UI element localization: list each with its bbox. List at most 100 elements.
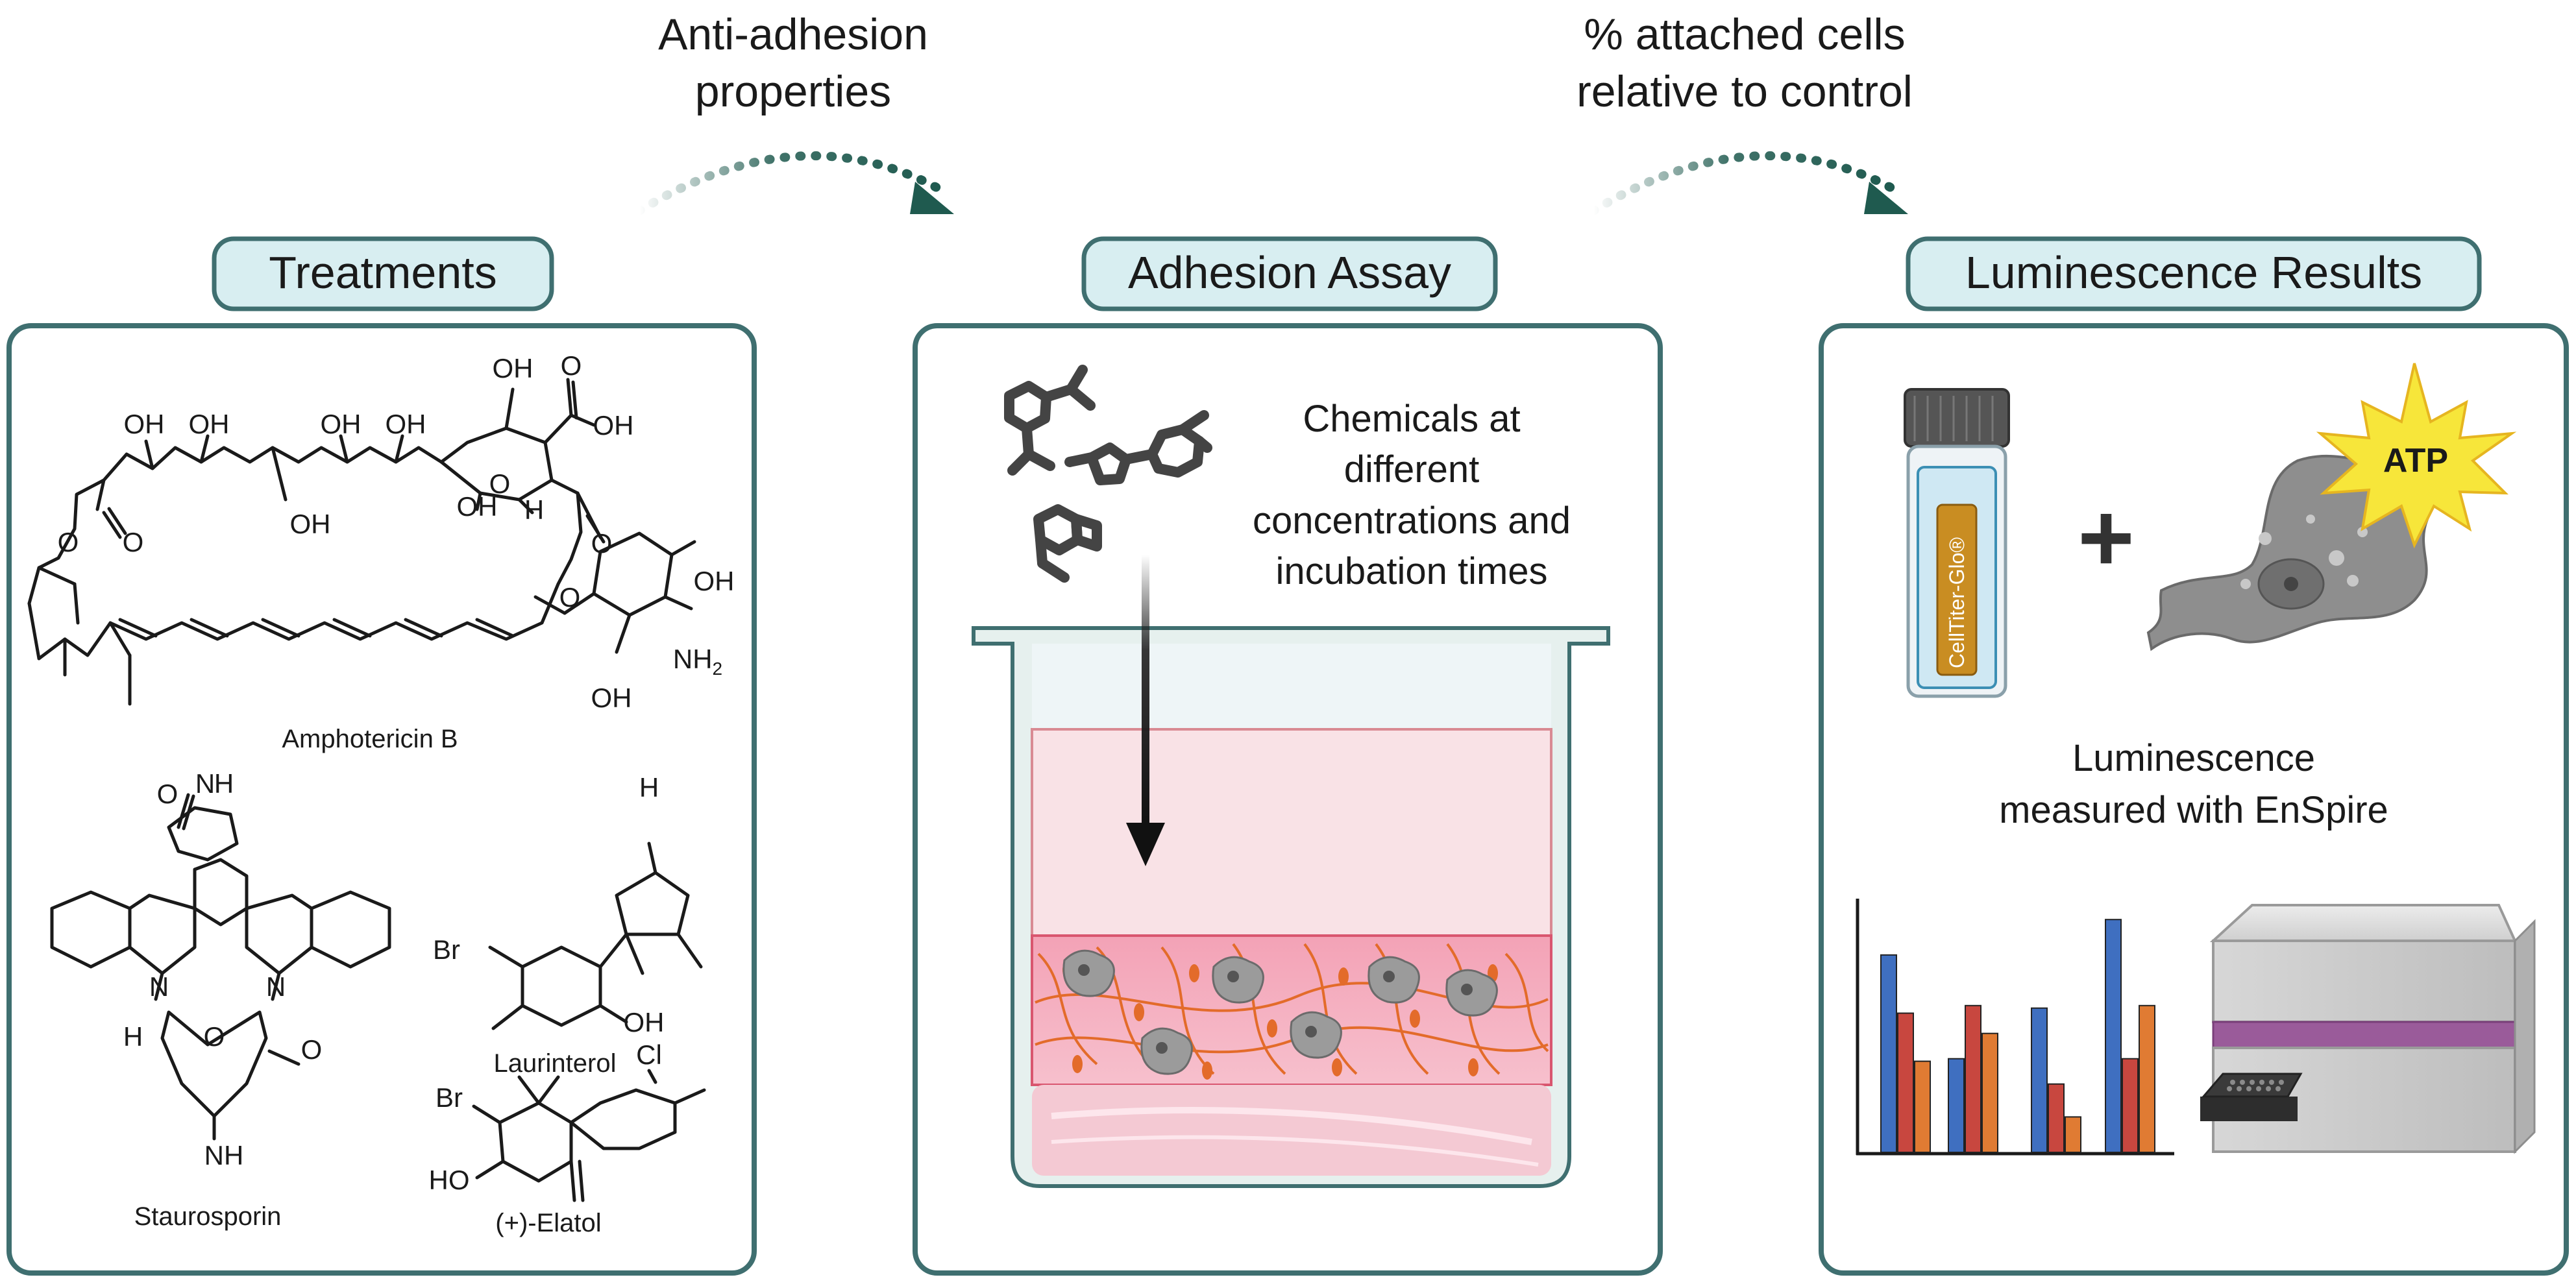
microplate xyxy=(2201,1073,2303,1098)
atom-nh2-sub: 2 xyxy=(713,659,723,679)
label-laurinterol: Laurinterol xyxy=(493,1049,616,1078)
dotted-arrow-right xyxy=(1589,151,1908,215)
caption-attached-cells: % attached cells relative to control xyxy=(1576,10,1913,116)
title-treatments: Treatments xyxy=(212,236,554,311)
atom-n-left: N xyxy=(149,971,169,1002)
bar-series3-group3 xyxy=(2065,1116,2081,1154)
bar-series1-group3 xyxy=(2031,1007,2048,1153)
atom-oh-acid: OH xyxy=(593,410,634,441)
assay-description: Chemicals at different concentrations an… xyxy=(1253,398,1571,592)
atom-nh2: NH2 xyxy=(673,644,722,679)
atom-h-stauro: H xyxy=(123,1021,143,1052)
atom-oh-7: OH xyxy=(457,491,498,522)
label-elatol: (+)-Elatol xyxy=(495,1209,601,1237)
atp-label: ATP xyxy=(2383,442,2448,479)
structure-staurosporin xyxy=(50,793,391,1141)
label-amphotericin-b: Amphotericin B xyxy=(282,725,458,753)
vial-label xyxy=(1936,503,1978,676)
title-luminescence-results: Luminescence Results xyxy=(1906,236,2482,311)
addition-arrow xyxy=(1126,555,1165,866)
bar-series1-group1 xyxy=(1880,954,1897,1154)
bar-series2-group3 xyxy=(2048,1083,2065,1153)
title-treatments-text: Treatments xyxy=(269,247,497,298)
reader-purple-band xyxy=(2212,1021,2516,1049)
atom-h-laurinterol: H xyxy=(639,772,659,803)
atom-o-sugar: O xyxy=(559,582,581,613)
title-adhesion-assay: Adhesion Assay xyxy=(1081,236,1498,311)
atom-oh-1: OH xyxy=(124,409,165,439)
laurinterol-atom-labels: H Br OH xyxy=(433,772,665,1037)
caption-anti-adhesion: Anti-adhesion properties xyxy=(658,10,928,116)
plus-sign: + xyxy=(2078,483,2135,592)
assay-description-line2: different xyxy=(1344,448,1480,491)
bar-series2-group4 xyxy=(2122,1058,2139,1153)
bar-series3-group1 xyxy=(1914,1060,1931,1153)
atom-o-methoxy: O xyxy=(301,1034,323,1065)
structure-elatol xyxy=(472,1069,706,1202)
cell-body xyxy=(2146,454,2433,651)
atom-br-laurinterol: Br xyxy=(433,934,460,965)
atom-oh-6: OH xyxy=(290,509,331,539)
culture-well xyxy=(972,626,1610,1188)
atom-nh2-main: NH xyxy=(673,644,713,674)
results-description-line1: Luminescence xyxy=(2072,737,2315,779)
molecule-glyph-3 xyxy=(1033,504,1102,583)
bar-series2-group1 xyxy=(1897,1012,1914,1153)
title-adhesion-assay-text: Adhesion Assay xyxy=(1128,247,1451,298)
atp-starburst xyxy=(2316,363,2517,549)
plate-reader xyxy=(2200,904,2536,1154)
atom-o-ester-1: O xyxy=(58,527,79,557)
vial-label-text: CellTiter-Glo® xyxy=(1945,537,1969,668)
chart-bars xyxy=(1880,919,2155,1154)
atom-o-lactam: O xyxy=(157,779,178,809)
cell-nuclei xyxy=(1078,964,1473,1054)
cell-with-atp: ATP xyxy=(2146,363,2517,651)
bar-series1-group2 xyxy=(1948,1058,1965,1153)
arrowhead-right-icon xyxy=(1864,182,1908,214)
structure-amphotericin-b xyxy=(27,378,696,706)
caption-attached-cells-line1: % attached cells xyxy=(1584,10,1905,59)
label-staurosporin: Staurosporin xyxy=(134,1202,282,1231)
reader-drawer xyxy=(2200,1097,2298,1121)
reagent-vial: CellTiter-Glo® xyxy=(1904,388,2010,698)
atom-oh-2: OH xyxy=(189,409,230,439)
reader-top xyxy=(2209,904,2518,942)
atom-oh-3: OH xyxy=(321,409,362,439)
atom-o-ester-2: O xyxy=(123,527,144,557)
well-medium xyxy=(1031,728,1552,937)
assay-description-line3: concentrations and xyxy=(1253,500,1571,542)
caption-attached-cells-line2: relative to control xyxy=(1576,67,1913,116)
atom-h-1: H xyxy=(524,494,544,525)
atom-oh-9: OH xyxy=(591,683,632,713)
elatol-atom-labels: Cl Br HO xyxy=(429,1039,662,1195)
atom-o-ring: O xyxy=(489,468,511,499)
atom-br-elatol: Br xyxy=(435,1082,463,1113)
chemicals-icon xyxy=(1004,365,1212,583)
atom-oh-laurinterol: OH xyxy=(624,1007,665,1037)
reader-front-upper xyxy=(2212,940,2516,1023)
atom-oh-5: OH xyxy=(493,353,534,383)
bar-series3-group4 xyxy=(2139,1004,2155,1154)
atom-o-glyco: O xyxy=(591,528,613,559)
atom-nh-stauro: NH xyxy=(204,1140,244,1171)
atom-ho-elatol: HO xyxy=(429,1165,470,1195)
luminescence-bar-chart xyxy=(1856,899,2174,1156)
bar-series2-group2 xyxy=(1965,1004,1981,1154)
results-description-line2: measured with EnSpire xyxy=(1999,789,2388,831)
atom-oh-8: OH xyxy=(694,566,735,596)
molecule-glyph-1 xyxy=(1004,365,1096,476)
atom-o-acid: O xyxy=(561,350,582,381)
staurosporin-atom-labels: O H N N N H O O NH xyxy=(123,768,323,1171)
adherent-cells xyxy=(1062,949,1498,1075)
bar-series1-group4 xyxy=(2105,919,2122,1153)
dotted-arrow-left xyxy=(635,151,954,215)
arrowhead-left-icon xyxy=(910,182,954,214)
molecule-glyph-2 xyxy=(1064,410,1212,485)
assay-description-line4: incubation times xyxy=(1275,550,1547,592)
atom-oh-4: OH xyxy=(386,409,426,439)
caption-anti-adhesion-line1: Anti-adhesion xyxy=(658,10,928,59)
bar-series3-group2 xyxy=(1981,1032,1998,1153)
results-description: Luminescence measured with EnSpire xyxy=(1999,737,2388,831)
structure-laurinterol xyxy=(488,842,703,1030)
